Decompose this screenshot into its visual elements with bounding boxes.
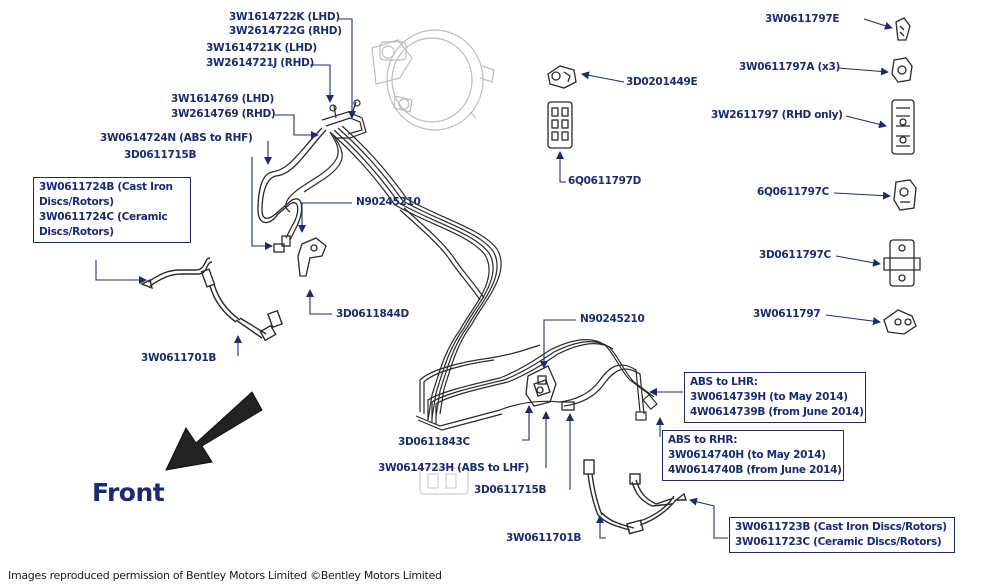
- abs-rhr-box: ABS to RHR: 3W0614740H (to May 2014) 4W0…: [662, 430, 844, 481]
- clip-3w2611797: [891, 99, 915, 155]
- clip-3w0611797: [883, 309, 917, 335]
- abs-lhr-line: ABS to LHR:: [690, 376, 758, 388]
- abs-lhr-box: ABS to LHR: 3W0614739H (to May 2014) 4W0…: [684, 372, 866, 423]
- part-label-3w0614724n: 3W0614724N (ABS to RHF): [100, 132, 253, 144]
- centre-bracket: [525, 365, 575, 411]
- part-label-n90245210-front: N90245210: [356, 196, 421, 208]
- rear-pipe-bundle: [415, 338, 658, 431]
- clip-3d0201449e: [547, 65, 577, 89]
- clip-3w0611797a: [891, 57, 913, 83]
- part-label-3w0614723h: 3W0614723H (ABS to LHF): [378, 462, 530, 474]
- abs-lhr-line: 4W0614739B (from June 2014): [690, 406, 864, 418]
- part-label-3w0611797e: 3W0611797E: [765, 13, 840, 25]
- rear-brake-hose: [583, 459, 687, 535]
- part-label-3d0201449e: 3D0201449E: [626, 76, 698, 88]
- part-label-3w0611797: 3W0611797: [753, 308, 821, 320]
- part-label-3d0611843c: 3D0611843C: [398, 436, 470, 448]
- abs-rhr-line: 4W0614740B (from June 2014): [668, 464, 842, 476]
- part-label-3d0611715b-rear: 3D0611715B: [474, 484, 547, 496]
- copyright-notice: Images reproduced permission of Bentley …: [8, 569, 442, 582]
- part-label-3w0611701b-rear: 3W0611701B: [506, 532, 582, 544]
- abs-rhr-line: ABS to RHR:: [668, 434, 738, 446]
- rear-caliper-line: 3W0611723C (Ceramic Discs/Rotors): [735, 536, 942, 548]
- part-label-3w2614722g: 3W2614722G (RHD): [229, 25, 342, 37]
- brake-booster-ghost: [371, 29, 495, 131]
- front-caliper-line: 3W0611724B (Cast Iron: [39, 181, 173, 193]
- clip-3w0611797e: [895, 17, 911, 41]
- clip-6q0611797d: [547, 101, 573, 149]
- part-label-n90245210-centre: N90245210: [580, 313, 645, 325]
- front-caliper-line: Discs/Rotors): [39, 196, 114, 208]
- front-brake-hose: [140, 257, 283, 342]
- front-caliper-box: 3W0611724B (Cast Iron Discs/Rotors) 3W06…: [33, 177, 191, 243]
- part-label-3w2614721j: 3W2614721J (RHD): [206, 57, 314, 69]
- front-caliper-line: 3W0611724C (Ceramic: [39, 211, 168, 223]
- rear-caliper-box: 3W0611723B (Cast Iron Discs/Rotors) 3W06…: [729, 517, 955, 553]
- part-label-3w1614721k: 3W1614721K (LHD): [206, 42, 317, 54]
- front-label: Front: [92, 478, 165, 507]
- leader-arrows: [95, 18, 893, 539]
- abs-lhr-line: 3W0614739H (to May 2014): [690, 391, 848, 403]
- front-abs-pipe: [257, 127, 327, 247]
- part-label-3d0611797c: 3D0611797C: [759, 249, 831, 261]
- part-label-6q0611797d: 6Q0611797D: [568, 175, 642, 187]
- part-label-3w2611797: 3W2611797 (RHD only): [711, 109, 843, 121]
- front-direction-arrow: [165, 391, 263, 471]
- part-label-3w0611797a: 3W0611797A (x3): [739, 61, 840, 73]
- part-label-3d0611844d: 3D0611844D: [336, 308, 409, 320]
- part-label-3w2614769-rhd: 3W2614769 (RHD): [171, 108, 276, 120]
- part-label-3d0611715b-front: 3D0611715B: [124, 149, 197, 161]
- part-label-3w1614722k: 3W1614722K (LHD): [229, 11, 340, 23]
- front-caliper-line: Discs/Rotors): [39, 226, 114, 238]
- part-label-3w1614769-lhd: 3W1614769 (LHD): [171, 93, 274, 105]
- front-bracket: [273, 237, 327, 277]
- part-label-6q0611797c: 6Q0611797C: [757, 186, 830, 198]
- rear-ghost-component: [419, 467, 469, 495]
- abs-rhr-line: 3W0614740H (to May 2014): [668, 449, 826, 461]
- clip-3d0611797c: [883, 239, 921, 287]
- clip-6q0611797c: [893, 179, 917, 211]
- part-label-3w0611701b-front: 3W0611701B: [141, 352, 217, 364]
- main-pipe-bundle: [285, 99, 502, 421]
- rear-caliper-line: 3W0611723B (Cast Iron Discs/Rotors): [735, 521, 947, 533]
